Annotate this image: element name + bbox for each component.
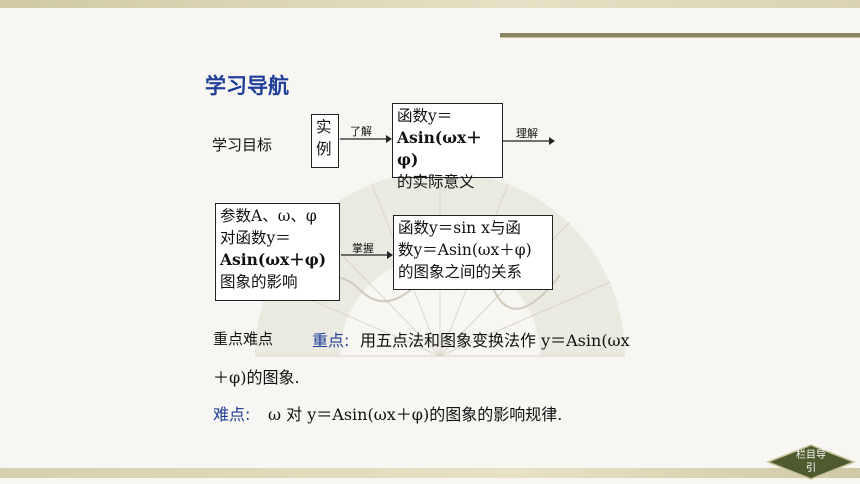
bottom-decor-bar [0,468,860,478]
arrow1-label: 了解 [350,125,372,138]
example-box-line: 例 [316,140,332,158]
nandian-label: 难点: [213,405,251,424]
nav-label-line1: 栏目导 [796,450,826,461]
nav-label-line2: 引 [806,463,816,474]
target-box: 函数y＝ Asin(ωx＋φ) 的实际意义 [392,103,503,191]
arrow1-icon [340,135,392,143]
objectives-label: 学习目标 [212,136,273,154]
params-box-line: 图象的影响 [220,273,298,291]
nandian-text: ω 对 y＝Asin(ωx＋φ)的图象的影响规律. [268,405,563,424]
top-decor-line [500,33,860,38]
target-box-line: 函数y＝ [397,107,453,125]
zhongdian-text: 用五点法和图象变换法作 y＝Asin(ωx [360,331,630,350]
relation-box-line: 的图象之间的关系 [398,263,523,281]
nav-diamond-icon [766,444,856,480]
example-box: 实 例 [311,114,339,168]
arrow2-icon [503,137,555,145]
params-box-line: 参数A、ω、φ [220,207,317,225]
section-title: 学习导航 [205,74,289,98]
relation-box: 函数y＝sin x与函 数y＝Asin(ωx＋φ) 的图象之间的关系 [393,215,553,290]
target-box-line: Asin(ωx＋φ) [397,128,482,169]
zhongdian-text-cont: ＋φ)的图象. [213,368,300,387]
params-box: 参数A、ω、φ 对函数y＝ Asin(ωx＋φ) 图象的影响 [215,203,340,301]
key-points-label: 重点难点 [213,330,274,348]
target-box-line: 的实际意义 [397,173,475,191]
relation-box-line: 数y＝Asin(ωx＋φ) [398,241,532,259]
example-box-line: 实 [316,118,332,136]
relation-box-line: 函数y＝sin x与函 [398,219,521,237]
params-arrow-label: 掌握 [352,242,374,255]
top-decor-bar [0,0,860,8]
params-box-line: 对函数y＝ [220,229,291,247]
params-arrow-icon [341,251,393,259]
zhongdian-label: 重点: [312,331,350,350]
nav-guide-button[interactable]: 栏目导 引 [766,444,856,480]
arrow2-label: 理解 [516,127,538,140]
params-box-line: Asin(ωx＋φ) [220,250,327,269]
